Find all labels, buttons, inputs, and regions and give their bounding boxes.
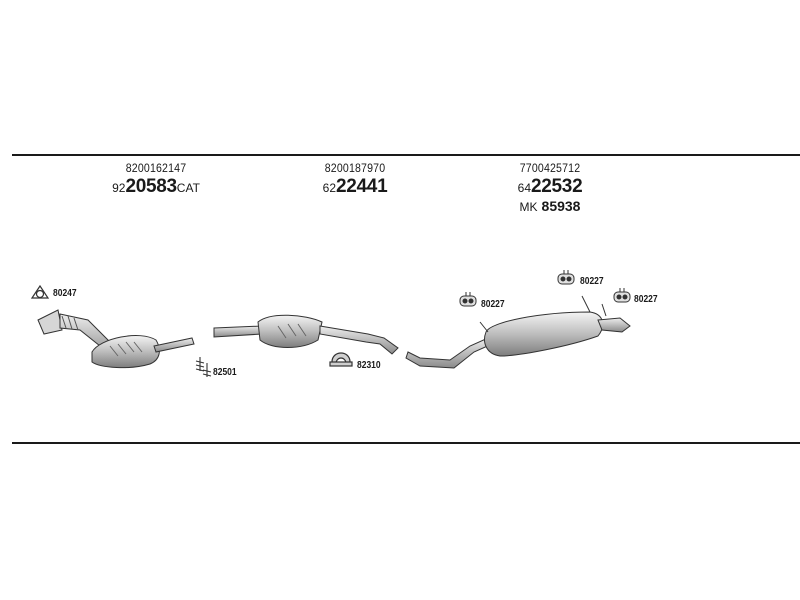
- part-label-front: 8200162147 9220583CAT: [106, 162, 206, 196]
- rubber-mount-icon: [613, 288, 631, 303]
- bolt-spring-icon: [195, 357, 212, 377]
- part-number: 6222441: [322, 176, 388, 197]
- part-number: 6422532: [517, 176, 583, 197]
- fitting-label: 80247: [53, 288, 77, 299]
- fitting-label: 82501: [213, 367, 237, 378]
- fitting-label: 80227: [634, 294, 658, 305]
- part-label-middle: 8200187970 6222441: [305, 162, 405, 196]
- bottom-rule: [12, 442, 800, 444]
- fitting-label: 80227: [580, 276, 604, 287]
- fitting-label: 80227: [481, 299, 505, 310]
- oe-number: 8200187970: [324, 161, 386, 175]
- fitting-label: 82310: [357, 360, 381, 371]
- part-number: 9220583CAT: [112, 176, 200, 197]
- middle-pipe-resonator: [213, 314, 399, 355]
- top-rule: [12, 154, 800, 156]
- gasket-ring-icon: [30, 284, 50, 299]
- oe-number: 8200162147: [125, 161, 187, 175]
- rear-pipe-silencer: [405, 295, 631, 369]
- clamp-icon: [329, 352, 353, 367]
- oe-number: 7700425712: [519, 161, 581, 175]
- rubber-mount-icon: [557, 270, 575, 285]
- rubber-mount-icon: [459, 292, 477, 307]
- front-pipe-catalytic-converter: [37, 309, 195, 369]
